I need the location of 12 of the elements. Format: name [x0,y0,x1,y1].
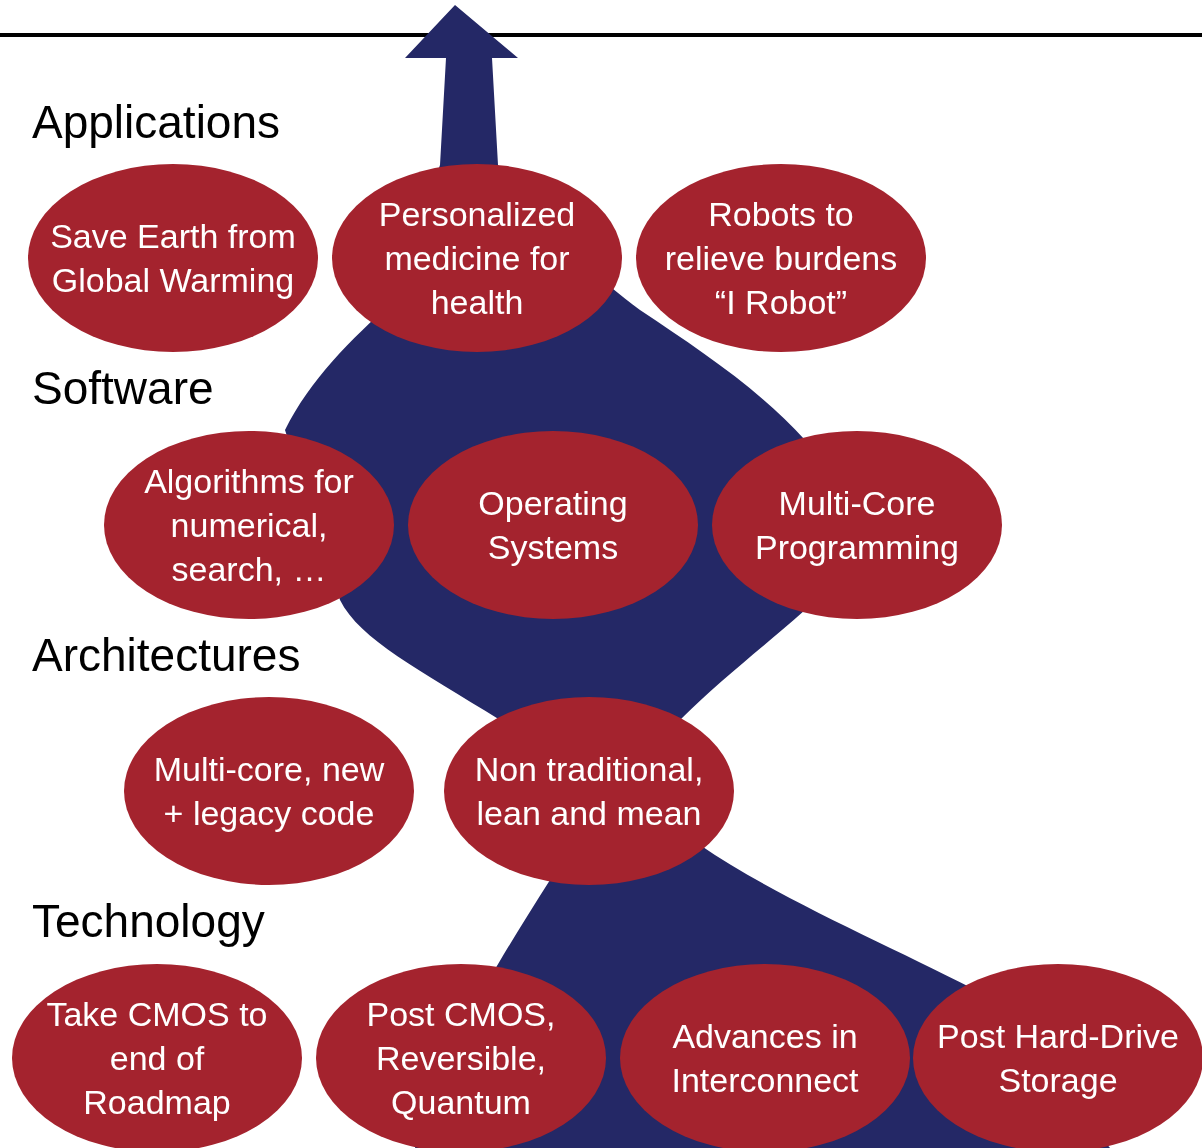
topic-ellipse: Robots to relieve burdens “I Robot” [636,164,926,352]
topic-ellipse: Multi-core, new + legacy code [124,697,414,885]
topic-ellipse: Save Earth from Global Warming [28,164,318,352]
topic-ellipse: Algorithms for numerical, search, … [104,431,394,619]
topic-ellipse: Non traditional, lean and mean [444,697,734,885]
layer-heading: Software [32,365,214,411]
topic-ellipse: Post CMOS, Reversible, Quantum [316,964,606,1148]
topic-ellipse: Post Hard-Drive Storage [913,964,1202,1148]
layer-heading: Architectures [32,632,301,678]
topic-ellipse: Multi-Core Programming [712,431,1002,619]
topic-ellipse: Personalized medicine for health [332,164,622,352]
topic-ellipse: Take CMOS to end of Roadmap [12,964,302,1148]
